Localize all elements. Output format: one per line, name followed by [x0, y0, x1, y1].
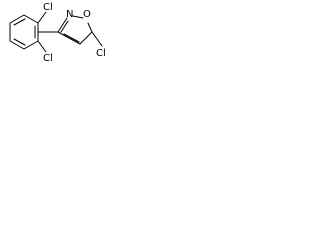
bond-isox-5: [57, 31, 81, 45]
bond-ring-2: [9, 14, 25, 24]
bond-cl-right: [91, 31, 103, 47]
bond-isox-inner-2: [63, 33, 80, 43]
bond-isox-4: [79, 31, 93, 45]
bond-ring-inner-1: [13, 18, 26, 26]
bond-cl-bottom: [37, 40, 47, 53]
bond-isox-inner-1: [60, 20, 69, 33]
bond-isox-2: [72, 15, 84, 19]
bond-ring-inner-2: [13, 38, 26, 46]
bond-isox-3: [87, 22, 93, 33]
label-o: O: [83, 9, 91, 20]
benzene-substituents: [37, 11, 47, 53]
isoxazole-ring: [57, 15, 93, 45]
label-n: N: [66, 9, 73, 20]
benzene-ring: [9, 14, 39, 50]
bond-cl-top: [37, 11, 47, 24]
label-cl-top: Cl: [43, 2, 53, 13]
bond-ring-5: [23, 40, 39, 50]
bond-ring-1: [23, 14, 39, 24]
molecule-diagram: Cl Cl N O Cl: [0, 0, 118, 83]
bond-isox-1: [57, 17, 68, 33]
label-cl-bottom: Cl: [43, 53, 53, 64]
bond-ring-4: [9, 40, 25, 50]
label-cl-right: Cl: [96, 48, 106, 59]
structure-svg: Cl Cl N O Cl: [9, 2, 106, 64]
